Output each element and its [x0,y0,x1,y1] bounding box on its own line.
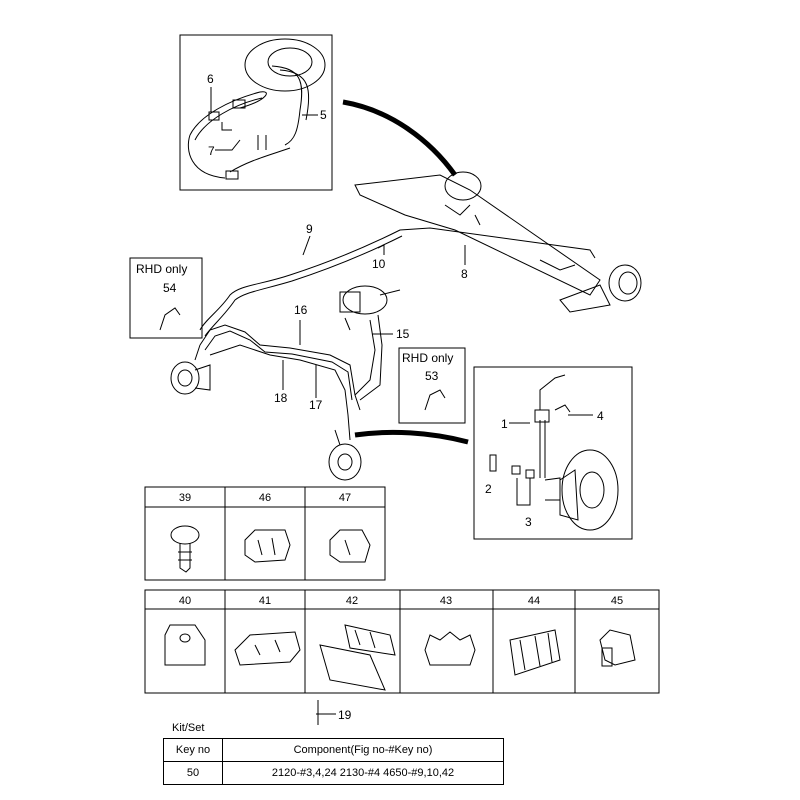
rear-drum-inset-shape [244,38,326,92]
callout-1: 1 [501,417,508,431]
rhd-label-1: RHD only [136,262,187,276]
rear-drum-right [608,264,642,302]
kit-set-title: Kit/Set [172,722,205,734]
rhd-label-2: RHD only [402,351,453,365]
grid-header-43: 43 [440,595,452,607]
callout-15: 15 [396,327,410,341]
callout-10: 10 [372,257,386,271]
callout-5: 5 [320,108,327,122]
rear-axle-beam [354,174,601,296]
master-cylinder [342,285,388,315]
kit-set-table: Key no Component(Fig no-#Key no) 50 2120… [163,738,504,785]
grid-header-42: 42 [346,595,358,607]
kit-key-value: 50 [163,761,223,785]
callout-16: 16 [294,303,308,317]
small-parts-grid [144,486,660,694]
callout-54: 54 [163,281,177,295]
grid-header-39: 39 [179,492,191,504]
rear-drum-detail-inset [179,34,333,191]
callout-7: 7 [208,144,215,158]
grid-header-46: 46 [259,492,271,504]
grid-header-44: 44 [528,595,540,607]
kit-component-value: 2120-#3,4,24 2130-#4 4650-#9,10,42 [222,761,504,785]
grid-header-41: 41 [259,595,271,607]
kit-header-row: Key no Component(Fig no-#Key no) [163,738,504,762]
callout-17: 17 [309,398,323,412]
grid-header-45: 45 [611,595,623,607]
rhd-only-box-54 [129,257,203,339]
callout-19: 19 [338,708,352,722]
callout-9: 9 [306,222,313,236]
brake-disc [561,449,619,531]
kit-header-component: Component(Fig no-#Key no) [222,738,504,762]
kit-row: 50 2120-#3,4,24 2130-#4 4650-#9,10,42 [163,761,504,785]
front-left-brake [170,361,200,395]
brake-pipe-9 [199,227,596,331]
front-disc-detail-inset [473,366,633,540]
grid-header-40: 40 [179,595,191,607]
callout-18: 18 [274,391,288,405]
kit-header-key: Key no [163,738,223,762]
callout-8: 8 [461,267,468,281]
grid-header-47: 47 [339,492,351,504]
callout-2: 2 [485,482,492,496]
callout-3: 3 [525,515,532,529]
callout-4: 4 [597,409,604,423]
rear-drum-left [444,171,482,201]
front-right-brake [328,443,362,481]
rhd-only-box-53 [398,347,466,424]
callout-53: 53 [425,369,439,383]
callout-6: 6 [207,72,214,86]
